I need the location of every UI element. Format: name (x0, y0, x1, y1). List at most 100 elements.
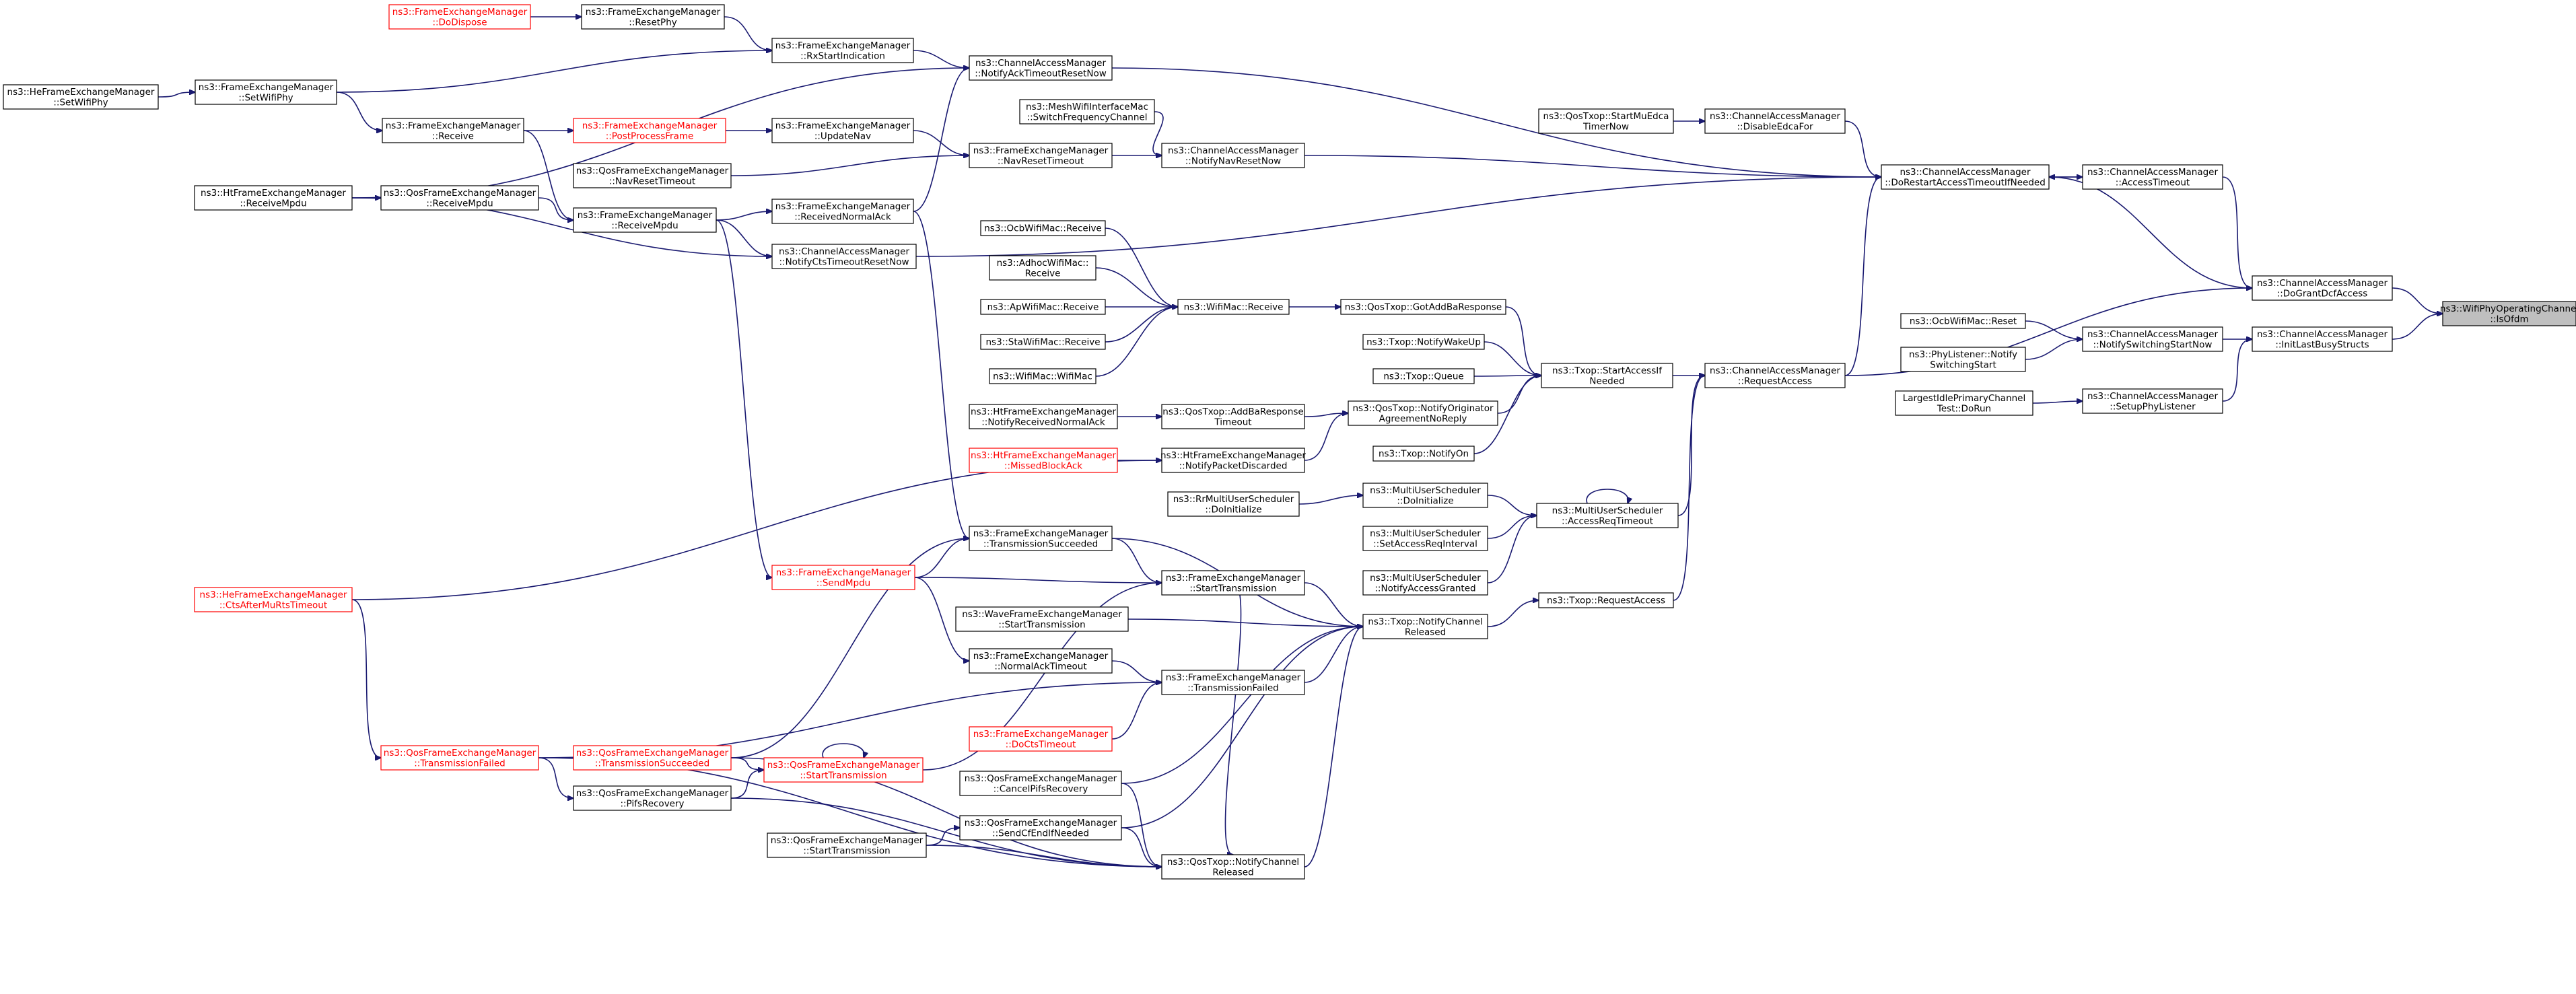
node-box (194, 587, 353, 612)
node-gotaddba[interactable]: ns3::QosTxop::GotAddBaResponse (1340, 299, 1506, 315)
node-restart[interactable]: ns3::ChannelAccessManager::DoRestartAcce… (1881, 164, 2050, 190)
node-fem_txsucceeded[interactable]: ns3::FrameExchangeManager::TransmissionS… (969, 526, 1113, 551)
node-label-line: ns3::ChannelAccessManager (2087, 391, 2219, 402)
node-accesstimeout[interactable]: ns3::ChannelAccessManager::AccessTimeout (2082, 164, 2223, 190)
node-txop_requestaccess[interactable]: ns3::Txop::RequestAccess (1538, 592, 1674, 608)
node-box (388, 4, 531, 30)
node-ocb_receive[interactable]: ns3::OcbWifiMac::Receive (980, 220, 1106, 236)
node-label-line: ns3::QosFrameExchangeManager (384, 748, 536, 758)
node-requestaccess[interactable]: ns3::ChannelAccessManager::RequestAccess (1704, 363, 1846, 388)
node-qos_starttx[interactable]: ns3::QosFrameExchangeManager::StartTrans… (763, 757, 924, 783)
node-qos_receivempdu[interactable]: ns3::QosFrameExchangeManager::ReceiveMpd… (380, 185, 539, 211)
node-resetphy[interactable]: ns3::FrameExchangeManager::ResetPhy (581, 4, 725, 30)
call-edge-fem_sendmpdu-to-fem_txsucceeded (914, 538, 969, 578)
node-adhoc_receive[interactable]: ns3::AdhocWifiMac::Receive (989, 255, 1096, 281)
node-label-line: ::CancelPifsRecovery (994, 783, 1088, 794)
node-fem_normalacktimeout[interactable]: ns3::FrameExchangeManager::NormalAckTime… (969, 648, 1113, 674)
node-label-line: ::NotifyCtsTimeoutResetNow (779, 256, 909, 267)
node-ht_receivempdu[interactable]: ns3::HtFrameExchangeManager::ReceiveMpdu (194, 185, 353, 211)
node-box (771, 565, 915, 590)
node-qos_txfailed[interactable]: ns3::QosFrameExchangeManager::Transmissi… (380, 745, 539, 771)
node-rxstart[interactable]: ns3::FrameExchangeManager::RxStartIndica… (771, 38, 914, 63)
node-notifynavreset[interactable]: ns3::ChannelAccessManager::NotifyNavRese… (1161, 143, 1305, 168)
node-fem_sendmpdu[interactable]: ns3::FrameExchangeManager::SendMpdu (771, 565, 915, 590)
node-he_setwifiphy[interactable]: ns3::HeFrameExchangeManager::SetWifiPhy (3, 84, 159, 110)
node-ht_notifydiscard[interactable]: ns3::HtFrameExchangeManager::NotifyPacke… (1160, 448, 1306, 473)
node-root[interactable]: ns3::WifiPhyOperatingChannel::IsOfdm (2440, 301, 2576, 326)
node-wifimac_ctor[interactable]: ns3::WifiMac::WifiMac (989, 368, 1096, 384)
node-updatenav[interactable]: ns3::FrameExchangeManager::UpdateNav (771, 118, 914, 143)
node-muaccessreq[interactable]: ns3::MultiUserScheduler::AccessReqTimeou… (1536, 503, 1679, 528)
node-fem_txfailed[interactable]: ns3::FrameExchangeManager::TransmissionF… (1161, 670, 1305, 695)
node-mu_doinit[interactable]: ns3::MultiUserScheduler::DoInitialize (1362, 483, 1488, 508)
node-phylistener[interactable]: ns3::PhyListener::NotifySwitchingStart (1900, 347, 2026, 372)
node-fem_setwifiphy[interactable]: ns3::FrameExchangeManager::SetWifiPhy (195, 79, 337, 105)
node-label-line: ns3::ChannelAccessManager (2257, 278, 2388, 289)
node-initlast[interactable]: ns3::ChannelAccessManager::InitLastBusyS… (2252, 326, 2393, 352)
node-ap_receive[interactable]: ns3::ApWifiMac::Receive (980, 299, 1106, 315)
node-label-line: ::StartTransmission (998, 619, 1085, 630)
node-box (1362, 334, 1485, 350)
node-dogrant[interactable]: ns3::ChannelAccessManager::DoGrantDcfAcc… (2252, 275, 2393, 301)
node-wave_starttx[interactable]: ns3::WaveFrameExchangeManager::StartTran… (955, 606, 1129, 632)
node-mu_notifygranted[interactable]: ns3::MultiUserScheduler::NotifyAccessGra… (1362, 570, 1488, 596)
node-label-line: ::SwitchFrequencyChannel (1027, 112, 1148, 122)
node-qos_txsucceeded[interactable]: ns3::QosFrameExchangeManager::Transmissi… (573, 745, 732, 771)
call-edge-qos_starttx-to-qos_starttx (822, 743, 864, 758)
node-label-line: ns3::ChannelAccessManager (779, 246, 910, 257)
node-notifyoriginator[interactable]: ns3::QosTxop::NotifyOriginatorAgreementN… (1348, 400, 1498, 426)
node-qos_pifs[interactable]: ns3::QosFrameExchangeManager::PifsRecove… (573, 785, 732, 811)
node-notifywakeup[interactable]: ns3::Txop::NotifyWakeUp (1362, 334, 1485, 350)
node-navresettimeout[interactable]: ns3::FrameExchangeManager::NavResetTimeo… (969, 143, 1113, 168)
node-txopqueue[interactable]: ns3::Txop::Queue (1372, 368, 1475, 384)
node-label-line: Released (1212, 867, 1253, 878)
node-ht_notifyrecvack[interactable]: ns3::HtFrameExchangeManager::NotifyRecei… (969, 404, 1118, 429)
node-receivednormalack[interactable]: ns3::FrameExchangeManager::ReceivedNorma… (771, 199, 914, 224)
node-fem_doctstimeout[interactable]: ns3::FrameExchangeManager::DoCtsTimeout (969, 726, 1113, 752)
node-wifimac_receive[interactable]: ns3::WifiMac::Receive (1177, 299, 1290, 315)
node-box (1348, 400, 1498, 426)
node-qos_cancelpifs[interactable]: ns3::QosFrameExchangeManager::CancelPifs… (959, 771, 1122, 796)
call-edge-meshswitch-to-notifynavreset (1152, 111, 1164, 155)
node-postprocess[interactable]: ns3::FrameExchangeManager::PostProcessFr… (573, 118, 726, 143)
node-sta_receive[interactable]: ns3::StaWifiMac::Receive (980, 334, 1106, 350)
node-ocbreset[interactable]: ns3::OcbWifiMac::Reset (1900, 313, 2026, 329)
node-ht_missedblockack[interactable]: ns3::HtFrameExchangeManager::MissedBlock… (969, 448, 1118, 473)
node-qosnavreset[interactable]: ns3::QosFrameExchangeManager::NavResetTi… (573, 163, 732, 188)
node-qos_sendcfend[interactable]: ns3::QosFrameExchangeManager::SendCfEndI… (959, 815, 1122, 841)
node-label-line: ::TransmissionSucceeded (983, 538, 1098, 549)
node-notifyacktimeout[interactable]: ns3::ChannelAccessManager::NotifyAckTime… (969, 55, 1113, 81)
node-notifyswitch[interactable]: ns3::ChannelAccessManager::NotifySwitchi… (2082, 326, 2223, 352)
node-fem_receive[interactable]: ns3::FrameExchangeManager::Receive (382, 118, 524, 143)
node-notifyon[interactable]: ns3::Txop::NotifyOn (1372, 446, 1475, 462)
node-label-line: ns3::QosFrameExchangeManager (576, 748, 729, 758)
call-edge-ocb_receive-to-wifimac_receive (1105, 227, 1178, 307)
node-dodispose[interactable]: ns3::FrameExchangeManager::DoDispose (388, 4, 531, 30)
node-box (1177, 299, 1290, 315)
node-label-line: ns3::OcbWifiMac::Receive (984, 223, 1102, 234)
node-box (969, 55, 1113, 81)
node-box (573, 745, 732, 771)
node-label-line: ns3::FrameExchangeManager (586, 7, 721, 17)
node-meshswitch[interactable]: ns3::MeshWifiInterfaceMac::SwitchFrequen… (1019, 99, 1155, 125)
node-rr_doinit[interactable]: ns3::RrMultiUserScheduler::DoInitialize (1167, 491, 1300, 517)
node-he_ctsaftermu[interactable]: ns3::HeFrameExchangeManager::CtsAfterMuR… (194, 587, 353, 612)
call-edge-largest-to-setupphy (2032, 401, 2083, 403)
node-fem_receivempdu[interactable]: ns3::FrameExchangeManager::ReceiveMpdu (573, 207, 717, 233)
node-fem_starttx[interactable]: ns3::FrameExchangeManager::StartTransmis… (1161, 570, 1305, 596)
node-label-line: SwitchingStart (1930, 359, 1996, 370)
node-notifyctstimeout[interactable]: ns3::ChannelAccessManager::NotifyCtsTime… (771, 244, 917, 269)
call-edge-qos_txsucceeded-to-qos_starttx (730, 757, 764, 770)
node-disableedca[interactable]: ns3::ChannelAccessManager::DisableEdcaFo… (1704, 108, 1846, 134)
node-mu_setinterval[interactable]: ns3::MultiUserScheduler::SetAccessReqInt… (1362, 526, 1488, 551)
node-setupphy[interactable]: ns3::ChannelAccessManager::SetupPhyListe… (2082, 388, 2223, 414)
call-edge-qos_pifs-to-qos_starttx (730, 770, 764, 799)
node-box (1161, 570, 1305, 596)
node-qos_starttx2[interactable]: ns3::QosFrameExchangeManager::StartTrans… (767, 832, 927, 858)
